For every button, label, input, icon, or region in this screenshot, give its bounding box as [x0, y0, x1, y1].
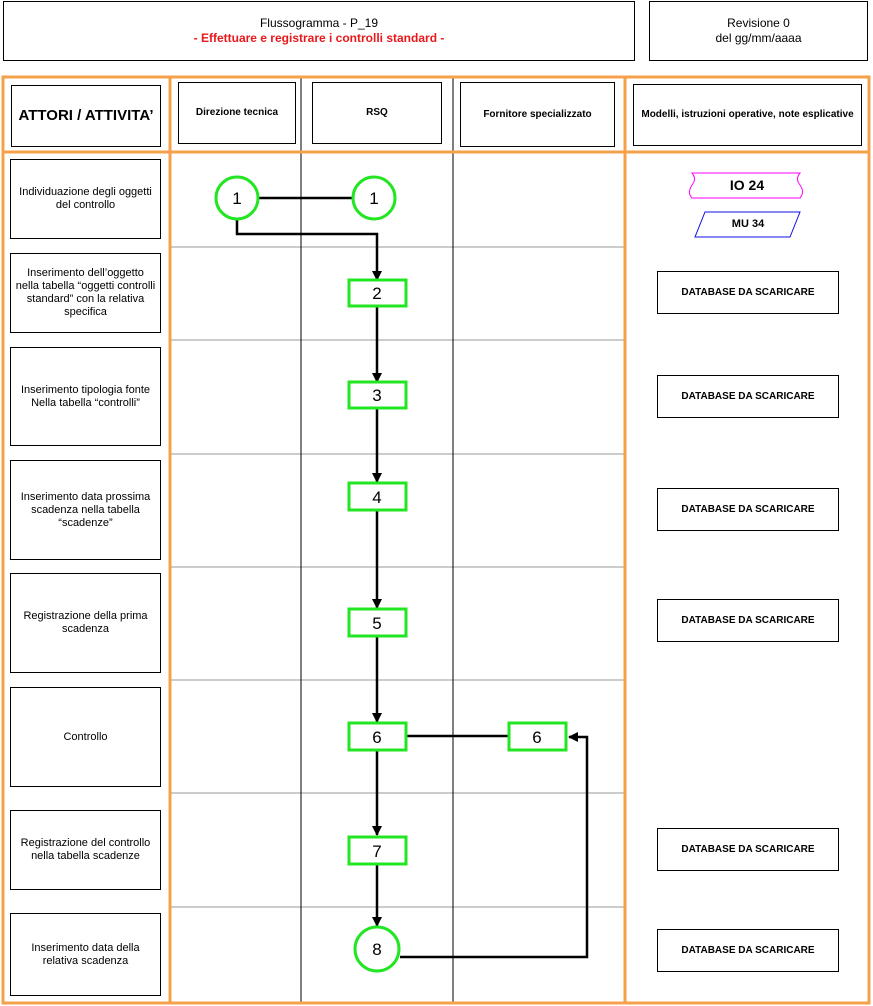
node-label-4: 4 [372, 488, 381, 507]
activity-box-6: Controllo [10, 687, 161, 787]
node-label-6b: 6 [532, 728, 541, 747]
column-header-actors: ATTORI / ATTIVITA’ [11, 85, 161, 147]
node-6-fornitore [507, 721, 568, 752]
node-label-2: 2 [372, 284, 381, 303]
column-header-modelli: Modelli, istruzioni operative, note espl… [633, 84, 862, 146]
flowchart-title: Flussogramma - P_19 [259, 16, 379, 30]
activity-box-5: Registrazione della prima scadenza [10, 573, 161, 673]
activity-box-2: Inserimento dell’oggetto nella tabella “… [10, 253, 161, 333]
activity-box-1: Individuazione degli oggetti del control… [10, 159, 161, 239]
database-box-row3: DATABASE DA SCARICARE [657, 375, 839, 418]
node-2 [347, 278, 408, 308]
activity-box-7: Registrazione del controllo nella tabell… [10, 810, 161, 890]
flowchart-subtitle: - Effettuare e registrare i controlli st… [193, 31, 445, 45]
column-header-direzione-tecnica: Direzione tecnica [178, 82, 296, 144]
database-box-row5: DATABASE DA SCARICARE [657, 599, 839, 642]
mu-34-label: MU 34 [731, 218, 765, 230]
database-box-row7: DATABASE DA SCARICARE [657, 828, 839, 871]
node-label-5: 5 [372, 614, 381, 633]
node-label-3: 3 [372, 386, 381, 405]
revision-date: del gg/mm/aaaa [715, 31, 802, 45]
node-label-1b: 1 [369, 189, 378, 208]
revision-label: Revisione 0 [727, 16, 790, 30]
node-1-direzione [214, 175, 260, 221]
io-24-label: IO 24 [729, 177, 765, 193]
database-box-row4: DATABASE DA SCARICARE [657, 488, 839, 531]
node-4 [347, 481, 408, 512]
io-24-tape-shape [689, 172, 803, 199]
node-label-1a: 1 [232, 189, 241, 208]
node-label-6a: 6 [372, 728, 381, 747]
connector-8-back-to-6 [400, 732, 589, 959]
database-box-row8: DATABASE DA SCARICARE [657, 929, 839, 972]
column-header-fornitore: Fornitore specializzato [460, 82, 615, 147]
column-header-rsq: RSQ [312, 82, 442, 144]
node-8 [353, 925, 401, 973]
connector-1-to-2 [235, 218, 382, 281]
node-6-rsq [347, 721, 408, 752]
flowchart-header: Flussogramma - P_19 - Effettuare e regis… [3, 1, 635, 61]
activity-box-8: Inserimento data della relativa scadenza [10, 913, 161, 996]
mu-34-parallelogram [694, 211, 801, 238]
node-3 [347, 380, 408, 410]
activity-box-4: Inserimento data prossima scadenza nella… [10, 460, 161, 560]
node-label-8: 8 [372, 940, 381, 959]
node-label-7: 7 [372, 842, 381, 861]
revision-box: Revisione 0 del gg/mm/aaaa [649, 1, 868, 61]
node-7 [347, 835, 408, 866]
activity-box-3: Inserimento tipologia fonte Nella tabell… [10, 347, 161, 446]
database-box-row2: DATABASE DA SCARICARE [657, 271, 839, 314]
node-5 [347, 607, 408, 638]
node-1-rsq [351, 175, 397, 221]
